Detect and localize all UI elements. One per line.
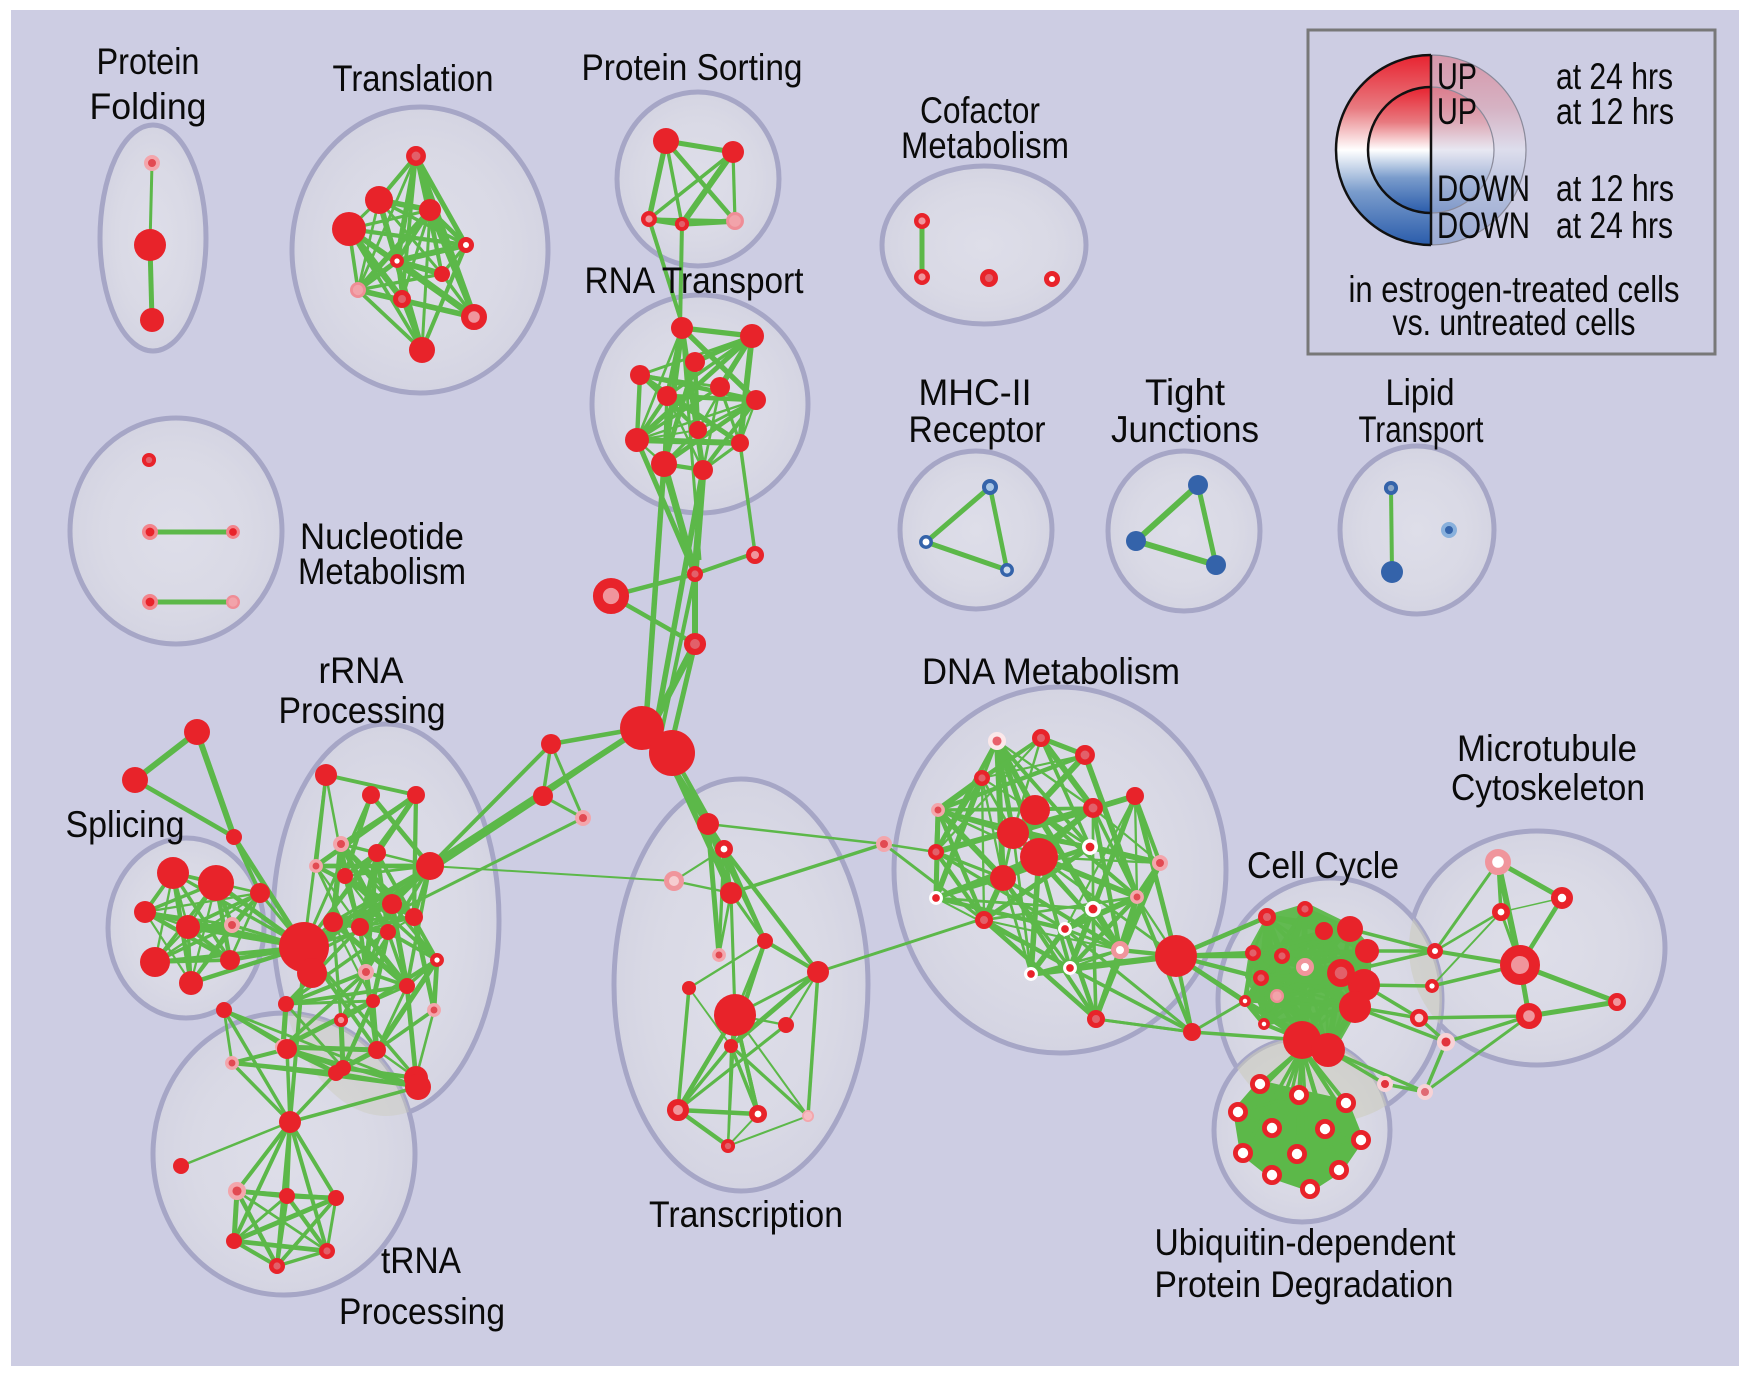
svg-text:Microtubule: Microtubule <box>1457 728 1637 769</box>
svg-text:Cofactor: Cofactor <box>920 90 1040 131</box>
svg-text:Receptor: Receptor <box>909 409 1046 450</box>
svg-text:DNA Metabolism: DNA Metabolism <box>922 651 1180 692</box>
svg-text:tRNA: tRNA <box>381 1240 461 1281</box>
svg-text:at 12 hrs: at 12 hrs <box>1556 168 1674 209</box>
svg-text:Processing: Processing <box>339 1291 505 1332</box>
svg-text:at 24 hrs: at 24 hrs <box>1556 205 1673 246</box>
svg-text:UP: UP <box>1437 91 1477 132</box>
svg-text:Protein: Protein <box>97 41 200 82</box>
svg-text:vs. untreated cells: vs. untreated cells <box>1393 302 1636 343</box>
svg-text:Processing: Processing <box>279 690 446 731</box>
svg-text:DOWN: DOWN <box>1437 205 1530 246</box>
svg-text:at 24 hrs: at 24 hrs <box>1556 56 1673 97</box>
svg-text:Folding: Folding <box>90 86 207 127</box>
svg-text:Cell Cycle: Cell Cycle <box>1247 845 1399 886</box>
svg-text:Transcription: Transcription <box>649 1194 843 1235</box>
svg-text:Transport: Transport <box>1359 409 1485 450</box>
svg-text:Tight: Tight <box>1145 372 1226 413</box>
svg-text:Junctions: Junctions <box>1111 409 1259 450</box>
svg-text:Nucleotide: Nucleotide <box>300 516 464 557</box>
svg-text:Ubiquitin-dependent: Ubiquitin-dependent <box>1155 1222 1457 1263</box>
svg-text:Lipid: Lipid <box>1386 372 1455 413</box>
svg-text:at 12 hrs: at 12 hrs <box>1556 91 1674 132</box>
svg-text:Cytoskeleton: Cytoskeleton <box>1451 767 1645 808</box>
svg-text:Translation: Translation <box>333 58 494 99</box>
svg-text:Splicing: Splicing <box>66 804 185 845</box>
svg-text:Metabolism: Metabolism <box>298 551 466 592</box>
svg-text:Protein Degradation: Protein Degradation <box>1155 1264 1454 1305</box>
svg-text:RNA Transport: RNA Transport <box>585 260 805 301</box>
svg-text:Protein Sorting: Protein Sorting <box>582 47 803 88</box>
svg-text:Metabolism: Metabolism <box>901 125 1069 166</box>
svg-text:DOWN: DOWN <box>1437 168 1530 209</box>
svg-text:rRNA: rRNA <box>319 650 404 691</box>
svg-text:UP: UP <box>1437 56 1477 97</box>
svg-text:MHC-II: MHC-II <box>919 372 1032 413</box>
svg-text:in estrogen-treated cells: in estrogen-treated cells <box>1349 269 1680 310</box>
